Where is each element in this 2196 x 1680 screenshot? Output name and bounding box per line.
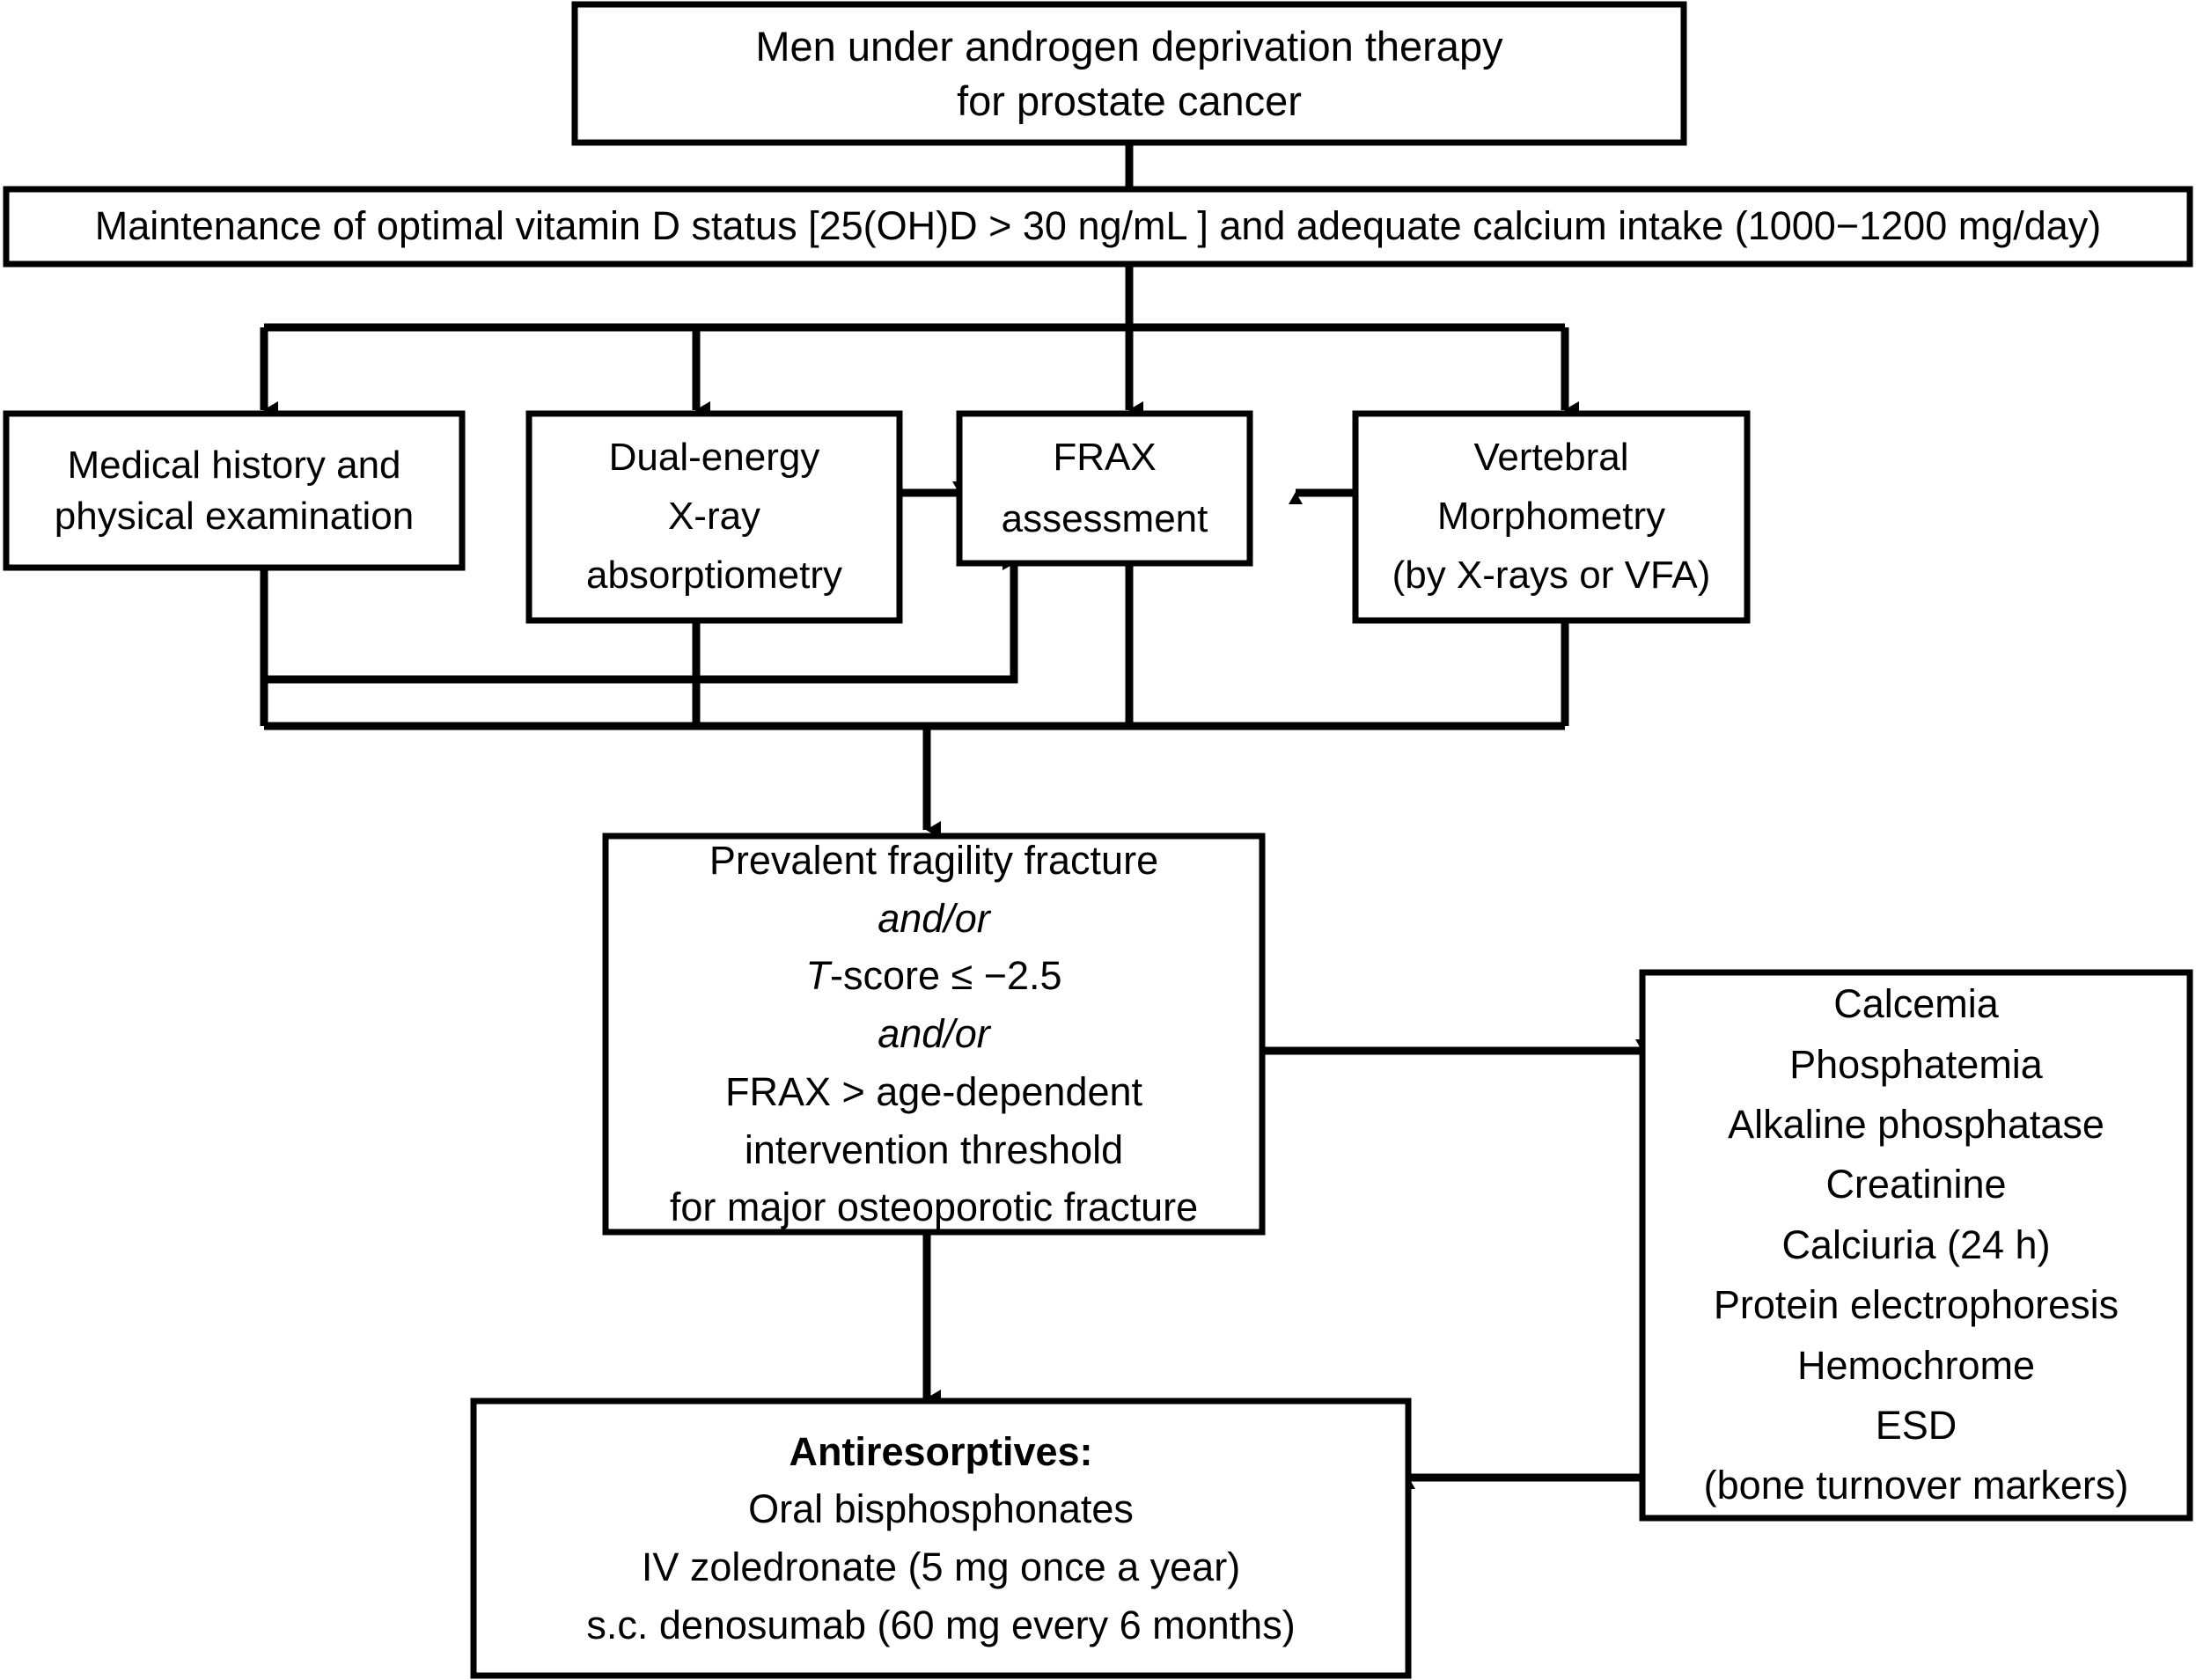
population-box-outline — [571, 1, 1687, 146]
treatment-box-outline — [470, 1398, 1412, 1679]
vertebral-box-outline — [1352, 410, 1751, 624]
medical-history-box-outline — [3, 410, 466, 571]
criteria-box-outline — [602, 833, 1266, 1236]
labs-box-outline — [1639, 969, 2193, 1522]
maintenance-box-outline — [3, 186, 2193, 268]
dxa-box-outline — [525, 410, 903, 624]
frax-box-outline — [956, 410, 1253, 567]
connector-medical-history-to-frax — [260, 556, 1018, 684]
